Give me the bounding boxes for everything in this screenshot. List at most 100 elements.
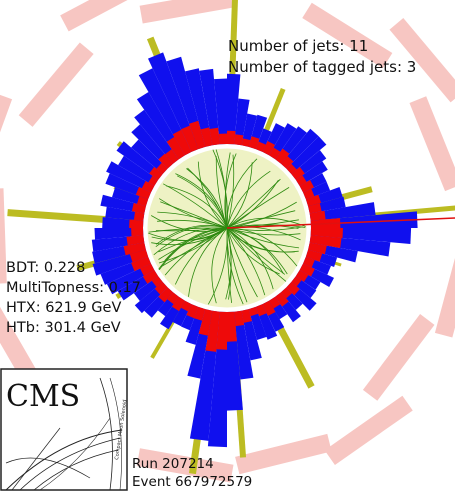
ecal-tower [308,203,322,214]
hcal-tower [199,68,220,146]
hcal-tower [234,98,250,146]
ecal-tower [158,287,173,303]
ecal-tower [303,188,315,200]
muon-chamber [60,0,153,32]
ecal-tower [133,211,145,221]
ecal-tower [303,256,315,268]
run-number: Run 207214 [132,456,214,472]
ecal-tower [142,270,159,284]
ecal-tower [291,166,305,180]
ecal-tower [154,282,168,295]
track [166,185,228,229]
track [155,225,228,248]
ecal-tower [299,180,314,193]
ecal-tower [286,282,300,296]
track [226,227,300,249]
ecal-tower [241,138,251,147]
track [226,227,244,305]
track [158,227,228,260]
ecal-tower [123,242,146,256]
hcal-tower [234,310,254,380]
ecal-tower [309,235,342,248]
ecal-tower [286,163,297,174]
track [226,227,274,290]
track [226,210,296,229]
htx-value: HTX: 621.9 GeV [6,300,122,316]
muon-chamber [0,188,7,284]
track [226,227,258,298]
ecal-tower [275,292,289,307]
ecal-tower [248,306,259,317]
track [224,153,237,229]
ecal-tower [151,276,163,288]
ecal-tower [295,175,307,186]
ecal-tower [310,228,343,239]
ecal-tower [171,296,185,312]
ecal-tower [309,210,326,221]
ecal-tower [255,141,266,152]
cms-logo: CMS Compact Muon Solenoid [0,368,128,491]
muon-chamber [409,96,455,192]
ecal-tower [198,309,213,336]
ecal-tower [172,129,192,156]
track [211,227,228,304]
track [225,227,232,300]
ecal-tower [194,306,206,321]
ecal-tower [295,270,309,282]
missing-energy-line [226,217,455,229]
ecal-tower [166,136,185,160]
ecal-tower [269,147,281,160]
hcal-tower [116,141,163,180]
jet-summary: Number of jets: 11 Number of tagged jets… [228,36,416,78]
number-of-tagged-jets: Number of tagged jets: 3 [228,58,417,76]
cms-logo-text: CMS [6,379,80,414]
ecal-tower [291,276,302,287]
ecal-tower [248,136,260,150]
track [226,227,280,275]
tracks [148,149,306,305]
ecal-tower [129,249,149,263]
track [197,161,228,229]
ecal-tower [126,235,145,246]
ecal-deposits [123,120,343,352]
ecal-tower [149,166,163,180]
ecal-tower [181,125,199,152]
hcal-tower [118,155,159,186]
ecal-tower [227,130,236,145]
ecal-tower [131,228,144,237]
hcal-tower [309,202,376,221]
ecal-tower [234,310,245,327]
track [226,170,271,229]
ecal-tower [205,310,220,352]
multitopness-value: MultiTopness: 0.17 [6,280,141,296]
ecal-tower [131,203,146,214]
ecal-tower [308,242,327,255]
muon-chamber [362,314,435,401]
muon-chamber [235,433,332,475]
ecal-tower [234,134,244,146]
ecal-tower [209,127,220,146]
track [226,154,235,229]
track [158,227,228,271]
ecal-tower [241,309,252,323]
hcal-tower [94,228,144,240]
event-variables: BDT: 0.228 MultiTopness: 0.17 HTX: 621.9… [6,258,141,338]
hcal-tower [241,113,258,147]
hcal-tower [106,161,155,193]
track [186,168,228,229]
track [226,179,279,229]
hcal-tower [134,109,179,164]
muon-chamber [434,241,455,338]
hcal-tower [214,78,227,145]
track [153,227,228,256]
ecal-tower [180,300,192,312]
hcal-tower [148,52,199,152]
hcal-tower [281,128,319,169]
number-of-jets: Number of jets: 11 [228,37,369,55]
ecal-tower [135,187,151,200]
ecal-tower [140,263,155,276]
ecal-tower [262,141,275,156]
ecal-tower [137,196,149,207]
hcal-tower [131,139,168,174]
muon-chamber [389,18,455,103]
